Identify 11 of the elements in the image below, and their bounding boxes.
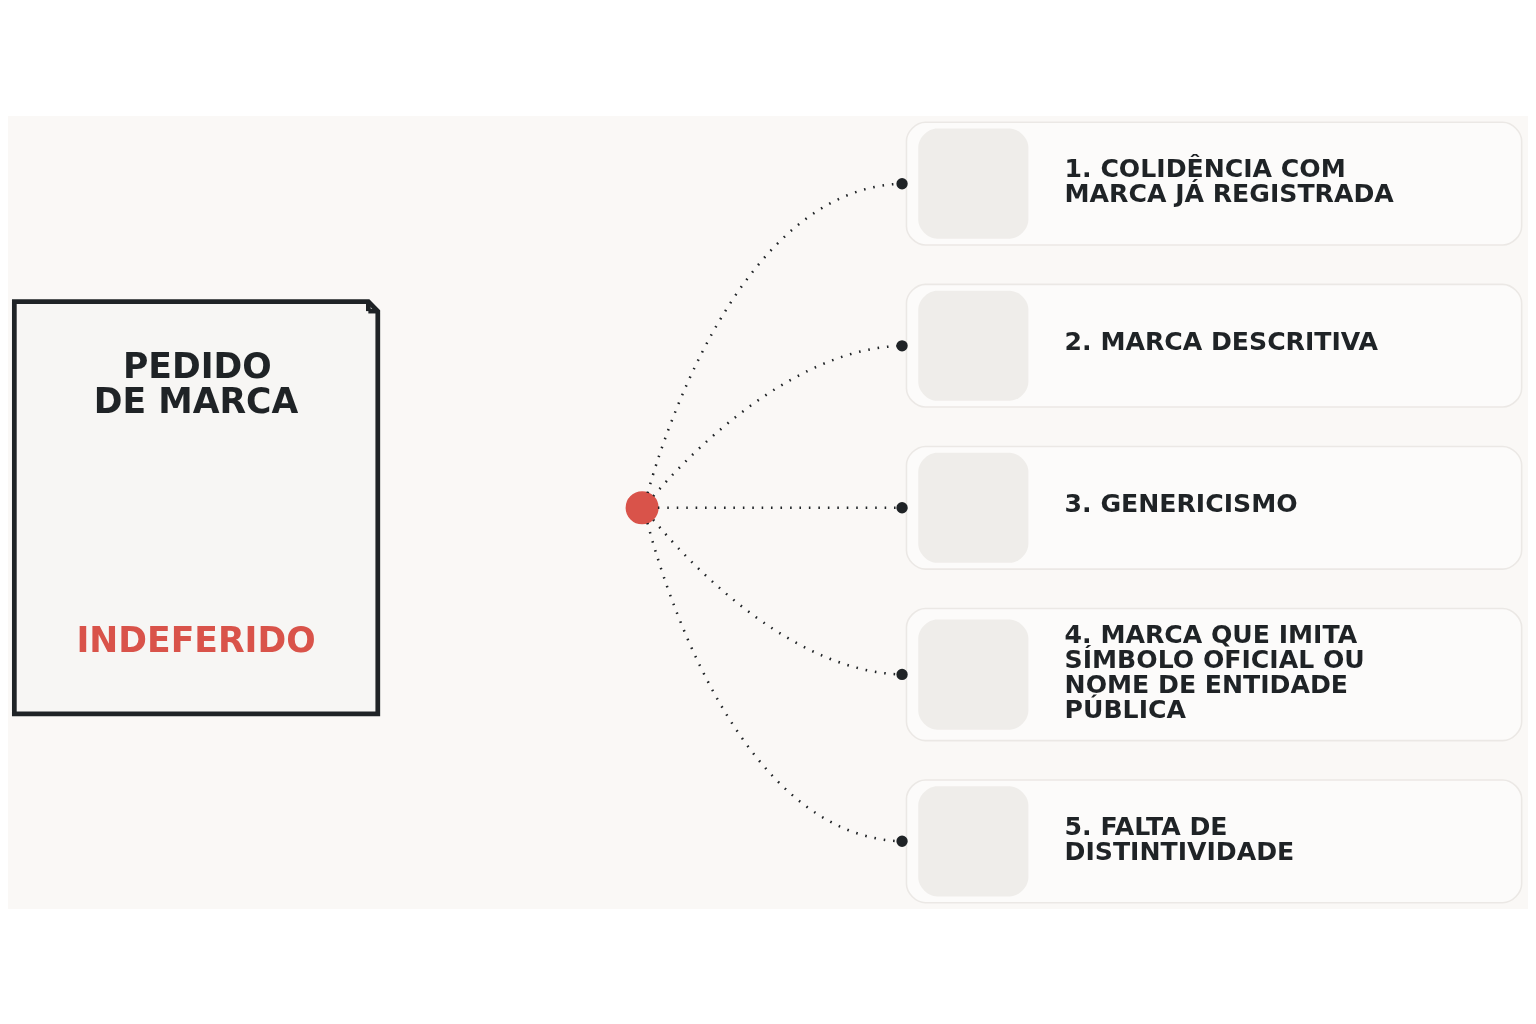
node-box: 5. FALTA DE DISTINTIVIDADE	[905, 778, 1523, 903]
connector	[652, 339, 908, 497]
node-box: 4. MARCA QUE IMITA SÍMBOLO OFICIAL OU NOME DE ENTIDADE PÚBLICA	[905, 607, 1523, 741]
node-circle	[625, 490, 659, 524]
connector	[646, 177, 908, 493]
node-box: 2. MARCA DESCRITIVA	[905, 283, 1523, 408]
connector	[652, 518, 908, 680]
node-box: 3. GENERICISMO	[905, 445, 1523, 570]
connector	[646, 522, 908, 847]
node-box: 1. COLIDÊNCIA COM MARCA JÁ REGISTRADA	[905, 121, 1523, 246]
connector	[657, 501, 908, 513]
